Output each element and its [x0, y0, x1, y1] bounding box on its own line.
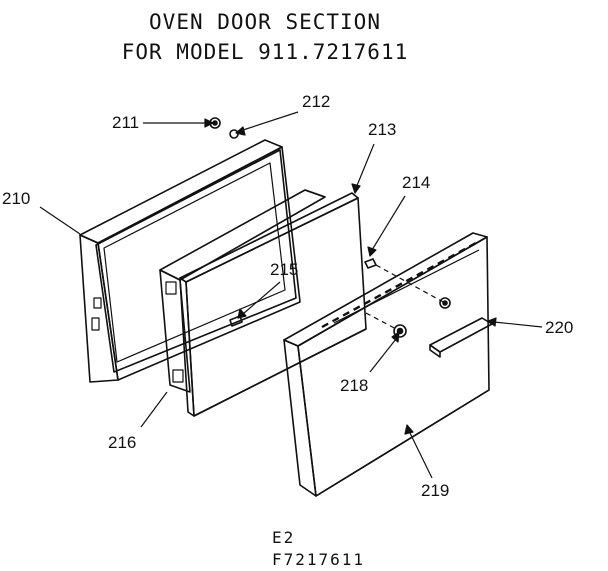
footer-code-e2: E2 [272, 528, 296, 547]
callout-leaders [39, 111, 543, 479]
callout-219: 219 [421, 481, 450, 500]
callout-210: 210 [2, 189, 31, 208]
part-214-clip [364, 258, 377, 269]
callout-212: 212 [302, 92, 331, 111]
callout-216: 216 [108, 433, 137, 452]
diagram-title-line-1: OVEN DOOR SECTION [149, 10, 381, 34]
part-212-washer [229, 129, 239, 139]
assembly-lines [365, 264, 446, 332]
part-218-grommet [393, 297, 451, 338]
callout-213: 213 [368, 120, 397, 139]
part-213-glass-panel [179, 192, 367, 417]
callout-215: 215 [270, 260, 299, 279]
part-210-door-frame [79, 139, 301, 383]
footer-code-figure: F7217611 [272, 550, 366, 569]
part-216-glass-pack [159, 189, 326, 393]
callout-214: 214 [402, 173, 431, 192]
callout-218: 218 [340, 376, 369, 395]
part-219-outer-door-panel [283, 232, 490, 497]
part-220-door-handle [429, 317, 493, 358]
callout-220: 220 [545, 318, 574, 337]
part-215-screw [229, 315, 243, 327]
diagram-title-line-2: FOR MODEL 911.7217611 [121, 40, 409, 64]
callout-211: 211 [112, 113, 140, 132]
